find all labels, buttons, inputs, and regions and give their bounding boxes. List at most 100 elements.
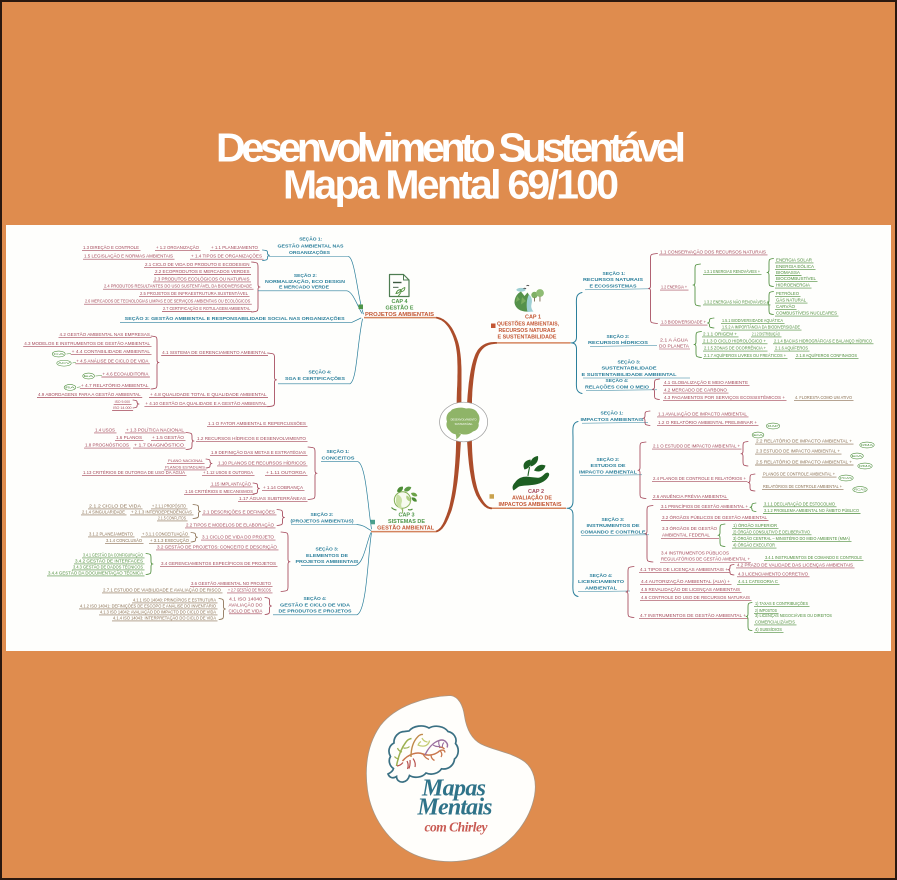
svg-text:CAP 2: CAP 2 (528, 489, 544, 495)
svg-text:4.1 TIPOS DE LICENÇAS AMBIENTA: 4.1 TIPOS DE LICENÇAS AMBIENTAIS + (640, 567, 728, 572)
svg-text:+ 1.7 DIAGNÓSTICO: + 1.7 DIAGNÓSTICO (134, 442, 185, 448)
svg-text:SEÇÃO 3: GESTÃO AMBIENTAL E RE: SEÇÃO 3: GESTÃO AMBIENTAL E RESPONSABILI… (125, 315, 346, 322)
svg-text:4.2 MERCADO DE CARBONO: 4.2 MERCADO DE CARBONO (664, 388, 727, 393)
svg-text:ACV: ACV (58, 362, 71, 365)
svg-text:3.4.1 GESTÃO DA CONFIGURAÇÃO: 3.4.1 GESTÃO DA CONFIGURAÇÃO (83, 551, 143, 557)
svg-text:3.4.4 GESTÃO DA DOCUMENTAÇÃO T: 3.4.4 GESTÃO DA DOCUMENTAÇÃO TÉCNICA (48, 569, 144, 575)
svg-text:2) IMPOSTOS: 2) IMPOSTOS (755, 608, 777, 613)
svg-text:ELEMENTOS DE: ELEMENTOS DE (306, 553, 349, 559)
svg-text:4.9 ABORDAGENS PARA A GESTÃO A: 4.9 ABORDAGENS PARA A GESTÃO AMBIENTAL (38, 391, 141, 397)
svg-text:PLANO NACIONAL: PLANO NACIONAL (168, 459, 203, 463)
svg-text:Mapa Mental 69/100: Mapa Mental 69/100 (283, 162, 619, 208)
svg-text:2.1.2 CICLO DE VIDA: 2.1.2 CICLO DE VIDA (89, 503, 142, 508)
svg-text:4) ÓRGÃO EXECUTOR: 4) ÓRGÃO EXECUTOR (733, 542, 776, 548)
svg-text:+ 2.1.1 PROPÓSITO: + 2.1.1 PROPÓSITO (152, 502, 186, 508)
svg-text:3.2 ÓRGÃOS PÚBLICOS DE GESTÃO: 3.2 ÓRGÃOS PÚBLICOS DE GESTÃO AMBIENTAL (662, 514, 767, 520)
svg-text:2.1.4 BACIAS HIDROGRÁFICAS E B: 2.1.4 BACIAS HIDROGRÁFICAS E BALANÇO HÍD… (774, 337, 872, 343)
svg-text:3.4.2 GESTÃO DE INTERFACES: 3.4.2 GESTÃO DE INTERFACES (75, 557, 143, 563)
svg-text:RA: RA (65, 386, 76, 389)
svg-text:PROJETOS AMBIENTAIS: PROJETOS AMBIENTAIS (296, 559, 360, 565)
svg-text:EA: EA (84, 375, 95, 378)
svg-text:GESTÃO AMBIENTAL NAS: GESTÃO AMBIENTAL NAS (278, 242, 345, 249)
svg-text:+ 4.4 CONTABILIDADE AMBIENTAL: + 4.4 CONTABILIDADE AMBIENTAL (72, 349, 151, 354)
svg-text:2.1.2 DISTRIBUIÇÃO: 2.1.2 DISTRIBUIÇÃO (752, 330, 780, 336)
svg-text:4.4 AUTORIZAÇÃO AMBIENTAL (AUA: 4.4 AUTORIZAÇÃO AMBIENTAL (AUA) + (641, 578, 730, 584)
svg-text:GESTÃO AMBIENTAL: GESTÃO AMBIENTAL (377, 525, 435, 532)
svg-text:SEÇÃO 1:: SEÇÃO 1: (601, 410, 624, 417)
svg-text:1.6 PLANOS: 1.6 PLANOS (116, 435, 142, 440)
svg-text:+ 1.5 GESTÃO: + 1.5 GESTÃO (152, 434, 184, 440)
svg-text:3.1 PRINCÍPIOS DE GESTÃO AMBIE: 3.1 PRINCÍPIOS DE GESTÃO AMBIENTAL + (661, 503, 748, 509)
svg-text:PROJETOS AMBIENTAIS: PROJETOS AMBIENTAIS (365, 312, 434, 318)
svg-text:GESTÃO E CICLO DE VIDA: GESTÃO E CICLO DE VIDA (280, 601, 351, 608)
svg-text:SISTEMAS DE: SISTEMAS DE (388, 519, 425, 525)
svg-text:RECURSOS HÍDRICOS: RECURSOS HÍDRICOS (588, 338, 649, 346)
svg-text:SEÇÃO 3:: SEÇÃO 3: (316, 546, 339, 553)
svg-text:+ 4.5 ANÁLISE DE CICLO DE VIDA: + 4.5 ANÁLISE DE CICLO DE VIDA (76, 357, 149, 363)
svg-text:3.1.4 CONCLUSÃO: 3.1.4 CONCLUSÃO (106, 537, 142, 543)
svg-text:3.1.2 PROBLEMA AMBIENTAL NO ÂM: 3.1.2 PROBLEMA AMBIENTAL NO ÂMBITO PÚBLI… (764, 507, 859, 513)
svg-text:+ 4.10 GESTÃO DA QUALIDADE E A: + 4.10 GESTÃO DA QUALIDADE E A GESTÃO AM… (145, 400, 267, 406)
svg-text:4.1.3 ISO 14042: AVALIAÇÃO DO: 4.1.3 ISO 14042: AVALIAÇÃO DO IMPACTO DO… (100, 608, 217, 614)
svg-text:SEÇÃO 3:: SEÇÃO 3: (602, 516, 625, 523)
svg-text:ENERGIA SOLAR: ENERGIA SOLAR (776, 257, 813, 262)
svg-text:AMBIENTAL: AMBIENTAL (585, 585, 617, 591)
svg-text:RAP: RAP (767, 425, 779, 428)
svg-text:4.2 PRAZO DE VALIDADE DAS LICE: 4.2 PRAZO DE VALIDADE DAS LICENÇAS AMBIE… (737, 562, 853, 567)
svg-text:+ 1.2 ORGANIZAÇÃO: + 1.2 ORGANIZAÇÃO (156, 244, 199, 250)
svg-text:RELAÇÕES COM O MEIO: RELAÇÕES COM O MEIO (585, 383, 649, 390)
svg-text:SEÇÃO 4:: SEÇÃO 4: (304, 595, 327, 602)
svg-text:SEÇÃO 1:: SEÇÃO 1: (327, 448, 350, 455)
svg-text:2.1.5 CONFLITOS: 2.1.5 CONFLITOS (158, 515, 186, 520)
svg-text:+ 1.12 USOS E OUTORGA: + 1.12 USOS E OUTORGA (203, 470, 254, 475)
svg-text:3.2 GESTÃO DE PROJETOS: CONCEI: 3.2 GESTÃO DE PROJETOS: CONCEITO E DESCR… (157, 543, 277, 549)
svg-text:SEÇÃO 4:: SEÇÃO 4: (606, 377, 629, 384)
svg-text:AVALIAÇÃO DO: AVALIAÇÃO DO (229, 602, 264, 607)
svg-text:1.8 PROGNÓSTICOS: 1.8 PROGNÓSTICOS (85, 442, 129, 448)
svg-text:E SUSTENTABILIDADE AMBIENTAL: E SUSTENTABILIDADE AMBIENTAL (582, 372, 677, 378)
svg-text:PLANOS DE CONTROLE AMBIENTAL: PLANOS DE CONTROLE AMBIENTAL + (763, 472, 835, 477)
svg-text:4.7 INSTRUMENTOS DE GESTÃO AMB: 4.7 INSTRUMENTOS DE GESTÃO AMBIENTAL + (640, 612, 746, 618)
svg-text:1.2 O RELATÓRIO AMBIENTAL PREL: 1.2 O RELATÓRIO AMBIENTAL PRELIMINAR + (658, 419, 757, 425)
svg-text:CAP 1: CAP 1 (525, 315, 541, 321)
svg-text:AMBIENTAL FEDERAL: AMBIENTAL FEDERAL (662, 532, 711, 537)
svg-text:4.1.2 ISO 14041: DEFINIÇÕES DE: 4.1.2 ISO 14041: DEFINIÇÕES DE ESCOPO E … (80, 602, 216, 608)
svg-text:+ 3.1.3 EXECUÇÃO: + 3.1.3 EXECUÇÃO (150, 537, 189, 543)
svg-text:RECURSOS NATURAIS: RECURSOS NATURAIS (583, 277, 644, 283)
svg-text:ESTUDOS DE: ESTUDOS DE (591, 463, 627, 469)
svg-text:INSTRUMENTOS DE: INSTRUMENTOS DE (587, 523, 641, 529)
svg-text:1.3 BIODIVERSIDADE +: 1.3 BIODIVERSIDADE + (661, 320, 706, 325)
svg-text:SUSTENTABILIDADE: SUSTENTABILIDADE (602, 366, 658, 372)
svg-text:GÁS NATURAL: GÁS NATURAL (776, 297, 806, 303)
svg-text:3.1 CICLO DE VIDA DO PROJETO: 3.1 CICLO DE VIDA DO PROJETO (202, 535, 274, 540)
svg-text:1.1 CONSERVAÇÃO DOS RECURSOS N: 1.1 CONSERVAÇÃO DOS RECURSOS NATURAIS (660, 248, 766, 254)
svg-text:2.3 ESTUDO DE IMPACTO AMBIENTA: 2.3 ESTUDO DE IMPACTO AMBIENTAL + (756, 449, 840, 454)
svg-text:3) ÓRGÃO CENTRAL – MINISTÉRIO: 3) ÓRGÃO CENTRAL – MINISTÉRIO DO MEIO AM… (733, 535, 850, 541)
svg-text:+ 1.3 POLÍTICA NACIONAL: + 1.3 POLÍTICA NACIONAL (126, 426, 184, 432)
svg-text:+ 1.1 PLANEJAMENTO: + 1.1 PLANEJAMENTO (211, 245, 258, 250)
svg-text:E MERCADO VERDE: E MERCADO VERDE (279, 285, 330, 291)
svg-text:1.5 LEGISLAÇÃO E NORMAS AMBIEN: 1.5 LEGISLAÇÃO E NORMAS AMBIENTAIS (84, 253, 173, 259)
svg-text:3.3 ÓRGÃOS DE GESTÃO: 3.3 ÓRGÃOS DE GESTÃO (662, 526, 718, 531)
svg-text:4.3 PAGAMENTOS POR SERVIÇOS EC: 4.3 PAGAMENTOS POR SERVIÇOS ECOSSISTÊMIC… (664, 393, 785, 400)
svg-text:CONCEITOS: CONCEITOS (322, 456, 356, 462)
svg-text:+ 4.7 RELATÓRIO AMBIENTAL: + 4.7 RELATÓRIO AMBIENTAL (81, 382, 149, 388)
svg-text:1.17 ÁGUAS SUBTERRÂNEAS: 1.17 ÁGUAS SUBTERRÂNEAS (239, 495, 306, 501)
svg-text:1.5.1 BIODIVERSIDADE AQUÁTICA: 1.5.1 BIODIVERSIDADE AQUÁTICA (722, 317, 784, 323)
svg-text:2) ÓRGÃO CONSULTIVO E DELIBERA: 2) ÓRGÃO CONSULTIVO E DELIBERATIVO (733, 528, 810, 534)
svg-text:CAP 3: CAP 3 (399, 512, 415, 518)
svg-text:4.2 GESTÃO AMBIENTAL NAS EMPRE: 4.2 GESTÃO AMBIENTAL NAS EMPRESAS (60, 331, 151, 337)
svg-text:4.1.1 ISO 14040: PRINCÍPIOS E: 4.1.1 ISO 14040: PRINCÍPIOS E ESTRUTURA (133, 596, 217, 602)
svg-text:3.1.2 PLANEJAMENTO: 3.1.2 PLANEJAMENTO (89, 531, 133, 536)
svg-text:+ 1.11 OUTORGA: + 1.11 OUTORGA (266, 470, 307, 475)
svg-text:EIA: EIA (753, 434, 764, 437)
svg-text:RMA: RMA (861, 444, 874, 447)
svg-text:COMBUSTÍVEIS NUCLEARES: COMBUSTÍVEIS NUCLEARES (776, 310, 837, 316)
svg-text:1.5.2 A IMPORTÂNCIA DA BIODIVE: 1.5.2 A IMPORTÂNCIA DA BIODIVERSIDADE (722, 324, 800, 330)
svg-text:2.1.5 ZONAS DE OCORRÊNCIA +: 2.1.5 ZONAS DE OCORRÊNCIA + (704, 344, 766, 351)
svg-text:4.3 MODELOS E INSTRUMENTOS DE: 4.3 MODELOS E INSTRUMENTOS DE GESTÃO AMB… (24, 340, 150, 346)
svg-text:2.1.1 ORIGEM +: 2.1.1 ORIGEM + (703, 331, 737, 336)
svg-text:SEÇÃO 1:: SEÇÃO 1: (299, 236, 322, 243)
svg-text:BIOCOMBUSTÍVEL: BIOCOMBUSTÍVEL (776, 275, 816, 281)
svg-text:IMPACTOS AMBIENTAIS: IMPACTOS AMBIENTAIS (581, 417, 645, 423)
